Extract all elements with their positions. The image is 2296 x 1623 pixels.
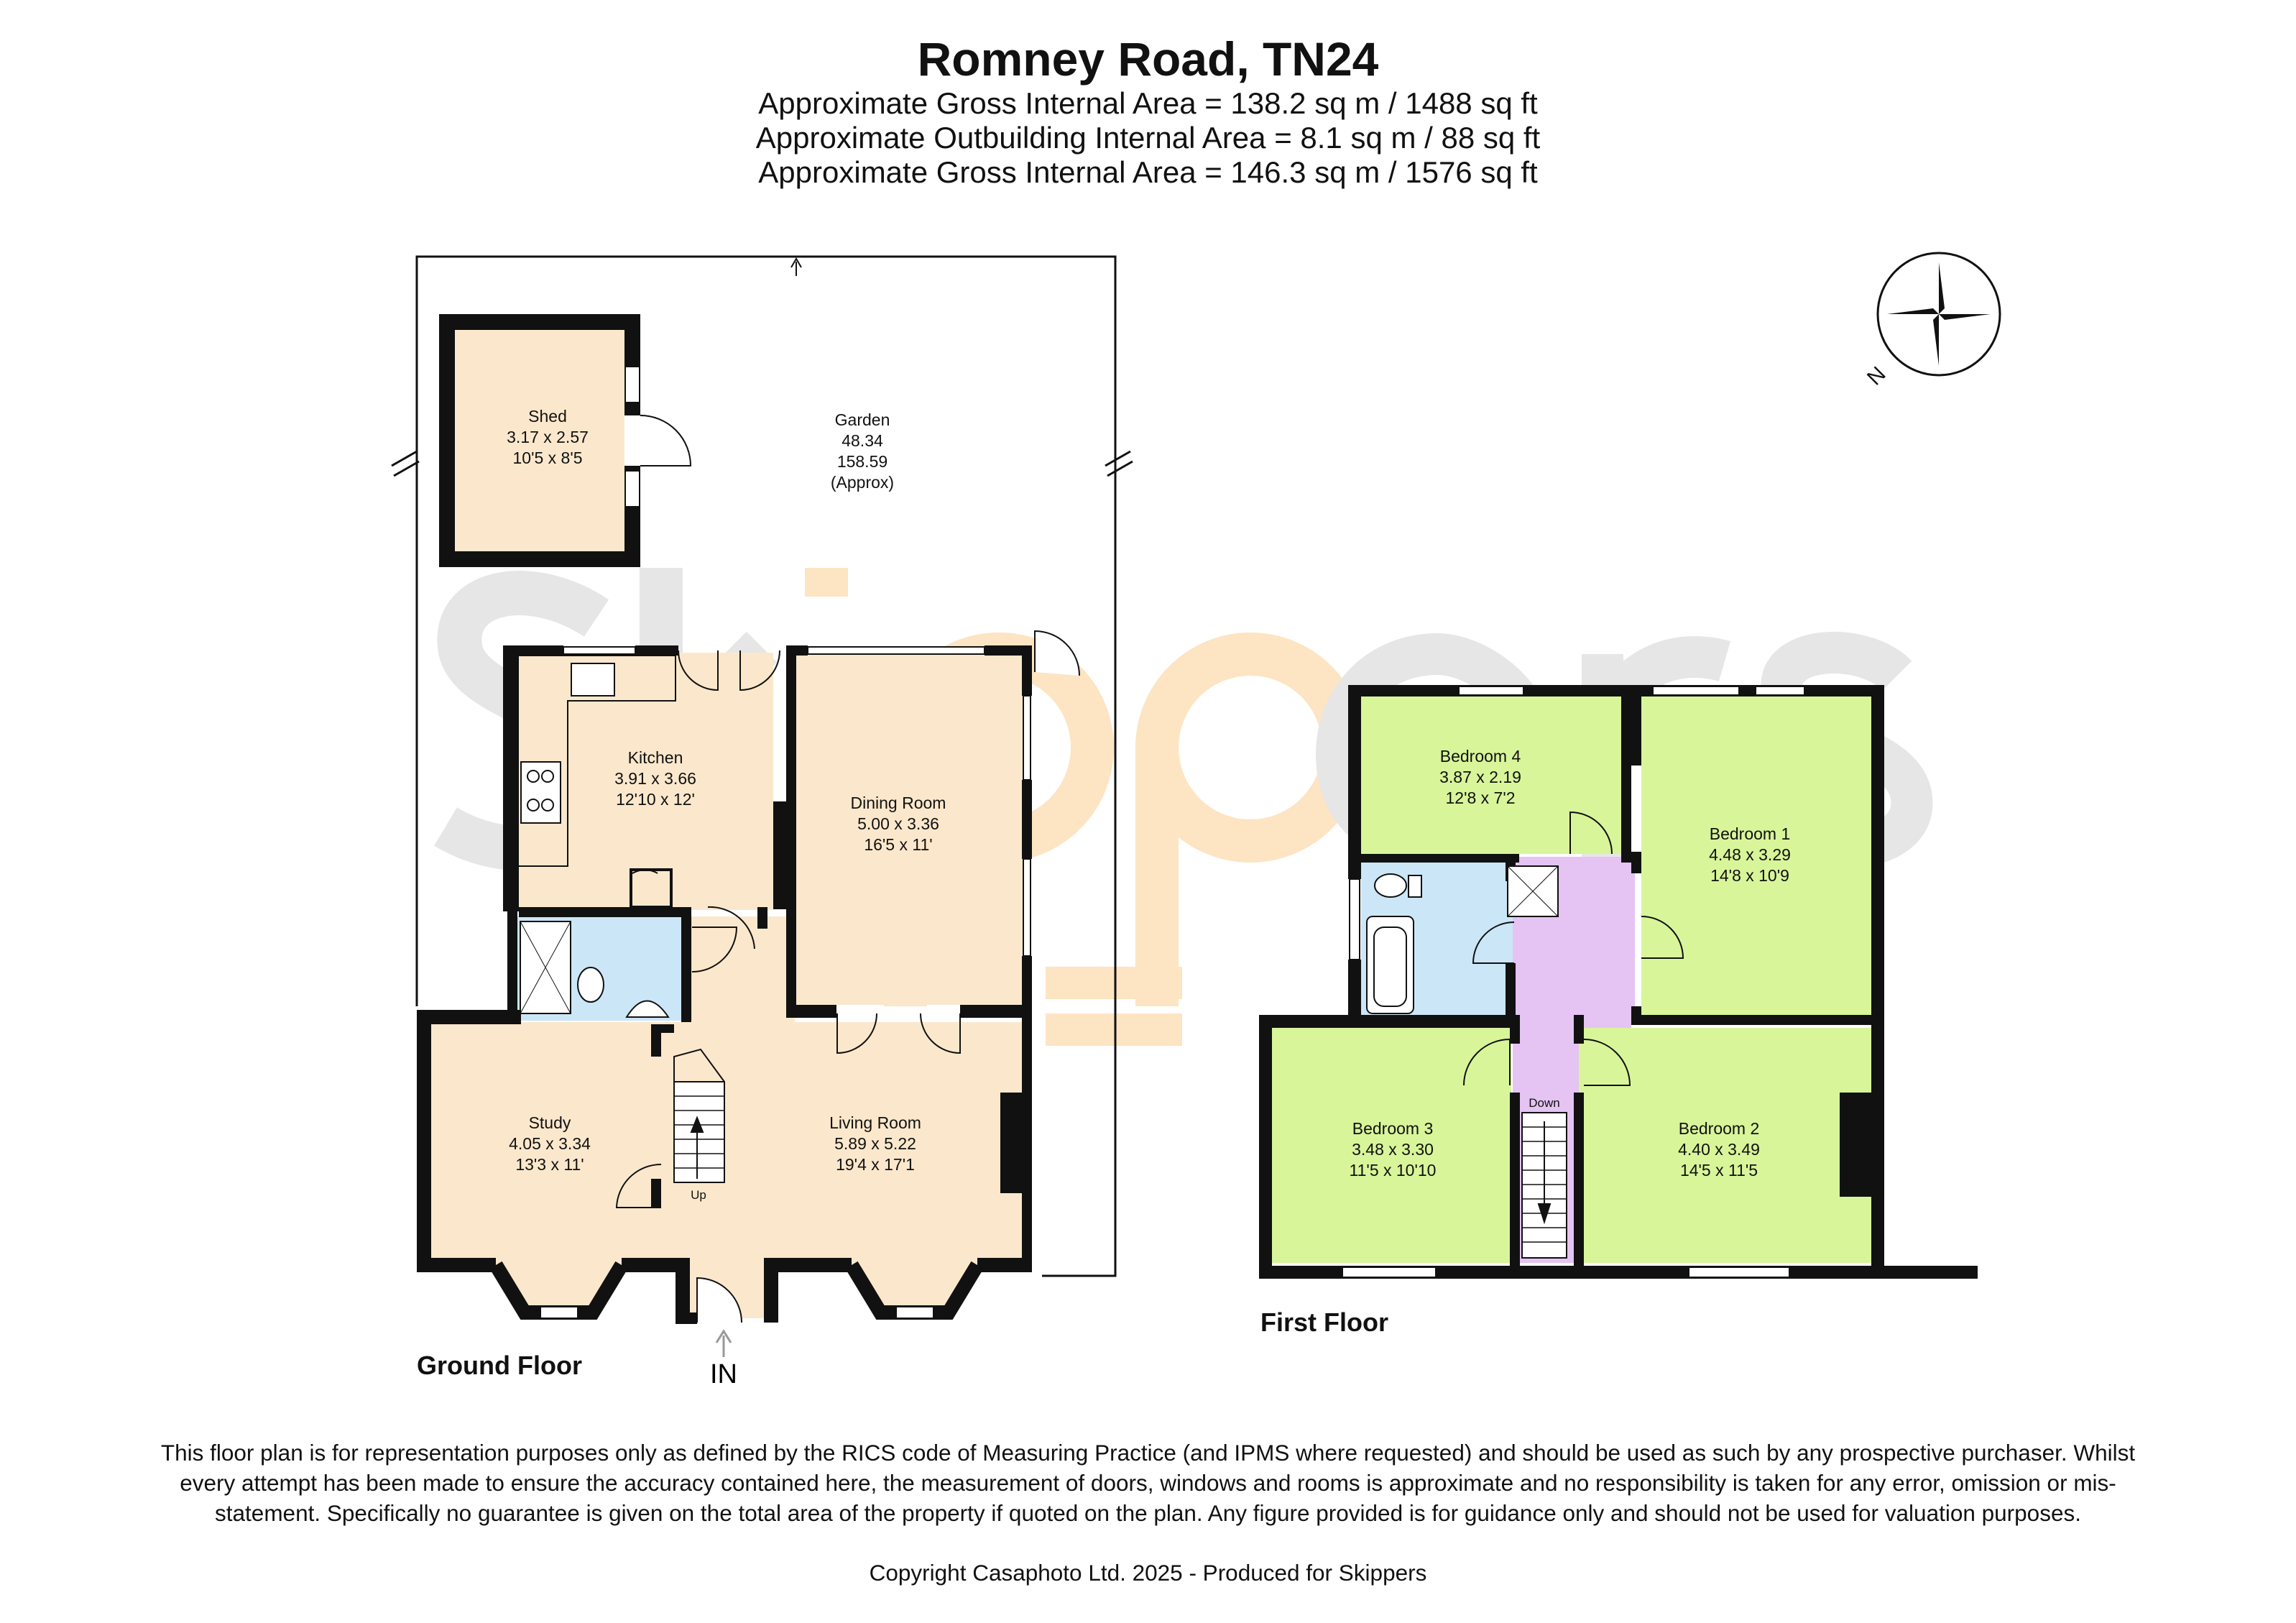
garden-boundary (415, 255, 1117, 1277)
svg-text:Kitchen: Kitchen (628, 748, 683, 767)
svg-text:Bedroom 2: Bedroom 2 (1679, 1119, 1760, 1138)
svg-text:3.17 x 2.57: 3.17 x 2.57 (507, 428, 589, 446)
dining-room-area (795, 653, 1025, 1005)
room-label-bedroom-4: Bedroom 4 3.87 x 2.19 12'8 x 7'2 (1439, 747, 1521, 807)
room-label-shed: Shed 3.17 x 2.57 10'5 x 8'5 (507, 407, 589, 467)
room-label-bedroom-3: Bedroom 3 3.48 x 3.30 11'5 x 10'10 (1350, 1119, 1437, 1180)
gross-internal-area: Approximate Gross Internal Area = 138.2 … (758, 86, 1538, 120)
ground-floor-walls (417, 645, 1032, 1324)
disclaimer-text: This floor plan is for representation pu… (160, 1440, 2136, 1526)
svg-text:19'4 x 17'1: 19'4 x 17'1 (836, 1155, 915, 1174)
first-floor-label: First Floor (1260, 1307, 1388, 1337)
svg-text:4.05 x 3.34: 4.05 x 3.34 (509, 1134, 591, 1153)
svg-text:14'8 x 10'9: 14'8 x 10'9 (1710, 866, 1789, 885)
outbuilding-internal-area: Approximate Outbuilding Internal Area = … (755, 121, 1541, 155)
svg-text:3.87 x 2.19: 3.87 x 2.19 (1439, 768, 1521, 786)
page-title: Romney Road, TN24 (917, 32, 1379, 86)
svg-text:13'3 x 11': 13'3 x 11' (515, 1155, 584, 1174)
svg-text:Bedroom 1: Bedroom 1 (1710, 824, 1791, 843)
compass-north-label: N (1863, 362, 1891, 390)
svg-text:3.91 x 3.66: 3.91 x 3.66 (614, 769, 696, 788)
room-label-garden: Garden 48.34 158.59 (Approx) (831, 410, 894, 492)
ground-floor-stairs (673, 1048, 725, 1183)
svg-text:5.89 x 5.22: 5.89 x 5.22 (834, 1134, 916, 1153)
svg-text:4.40 x 3.49: 4.40 x 3.49 (1678, 1140, 1760, 1159)
ground-floor-label: Ground Floor (417, 1351, 582, 1380)
svg-text:14'5 x 11'5: 14'5 x 11'5 (1680, 1161, 1758, 1180)
svg-text:Dining Room: Dining Room (851, 794, 946, 812)
svg-text:Shed: Shed (528, 407, 567, 426)
shed (439, 314, 692, 567)
room-label-living-room: Living Room 5.89 x 5.22 19'4 x 17'1 (829, 1113, 921, 1174)
entrance-label: IN (710, 1359, 737, 1389)
svg-text:4.48 x 3.29: 4.48 x 3.29 (1709, 845, 1791, 864)
bedroom-1-area (1641, 694, 1877, 1019)
svg-text:158.59: 158.59 (837, 452, 887, 471)
room-label-study: Study 4.05 x 3.34 13'3 x 11' (509, 1113, 591, 1174)
total-gross-internal-area: Approximate Gross Internal Area = 146.3 … (758, 155, 1538, 189)
svg-text:16'5 x 11': 16'5 x 11' (864, 835, 932, 854)
svg-text:Bedroom 4: Bedroom 4 (1440, 747, 1521, 765)
room-label-kitchen: Kitchen 3.91 x 3.66 12'10 x 12' (614, 748, 696, 809)
svg-text:Study: Study (529, 1113, 571, 1132)
study-area (430, 1022, 662, 1264)
svg-text:Garden: Garden (835, 410, 890, 429)
stairs-down-label: Down (1529, 1096, 1559, 1110)
compass-rose (1876, 252, 2001, 377)
room-label-dining-room: Dining Room 5.00 x 3.36 16'5 x 11' (851, 794, 946, 854)
svg-text:10'5 x 8'5: 10'5 x 8'5 (512, 449, 582, 467)
svg-text:3.48 x 3.30: 3.48 x 3.30 (1352, 1140, 1434, 1159)
bedroom-4-area (1361, 694, 1631, 854)
first-floor-stairs (1521, 1112, 1567, 1259)
svg-text:48.34: 48.34 (842, 431, 883, 450)
entrance-arrow-icon (715, 1329, 732, 1357)
bedroom-3-area (1272, 1028, 1511, 1263)
bedroom-2-area (1579, 1028, 1877, 1263)
first-floor-walls (1259, 685, 1978, 1279)
svg-text:5.00 x 3.36: 5.00 x 3.36 (857, 814, 939, 833)
stairs-up-label: Up (691, 1188, 706, 1202)
room-label-bedroom-1: Bedroom 1 4.48 x 3.29 14'8 x 10'9 (1709, 824, 1791, 885)
svg-text:(Approx): (Approx) (831, 473, 894, 492)
svg-text:Bedroom 3: Bedroom 3 (1352, 1119, 1434, 1138)
room-label-bedroom-2: Bedroom 2 4.40 x 3.49 14'5 x 11'5 (1678, 1119, 1760, 1180)
svg-text:Living Room: Living Room (829, 1113, 921, 1132)
copyright-text: Copyright Casaphoto Ltd. 2025 - Produced… (869, 1560, 1427, 1586)
svg-text:11'5 x 10'10: 11'5 x 10'10 (1350, 1161, 1437, 1180)
svg-text:12'10 x 12': 12'10 x 12' (616, 790, 695, 809)
svg-text:12'8 x 7'2: 12'8 x 7'2 (1445, 788, 1515, 807)
